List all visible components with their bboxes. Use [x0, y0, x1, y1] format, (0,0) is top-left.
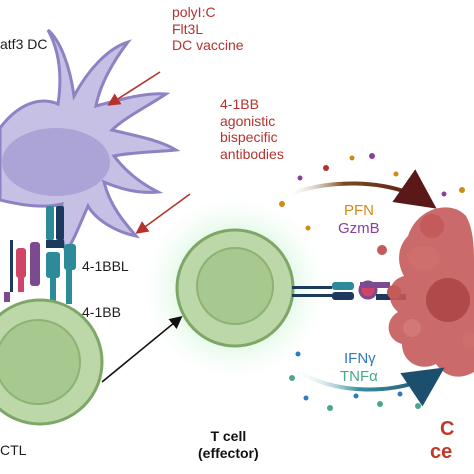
antibody-line-3: bispecific — [220, 129, 278, 146]
dc-label: atf3 DC — [0, 36, 48, 52]
ctl-cell — [0, 298, 104, 426]
cytokine-arrow — [292, 366, 445, 407]
ifng-label: IFNγ — [344, 350, 376, 367]
cytotoxic-arrow — [285, 169, 437, 209]
ctl-nucleus — [0, 319, 81, 405]
gzmb-label: GzmB — [338, 220, 380, 237]
ligand-label: 4-1BBL — [82, 258, 129, 274]
antibody-line-2: agonistic — [220, 112, 276, 129]
stimuli-label: polyI:C Flt3L DC vaccine — [172, 4, 244, 54]
synapse-molecules — [4, 206, 76, 304]
stimulus-arrow — [107, 71, 161, 106]
t-cell-label-line-2: (effector) — [198, 444, 259, 461]
tumor-label: C ce — [430, 418, 455, 464]
ctl-label: CTL — [0, 442, 27, 458]
tumor-label-line-2: ce — [430, 441, 453, 463]
stimulus-flt3l: Flt3L — [172, 20, 204, 37]
pfn-label: PFN — [344, 202, 374, 219]
antibody-line-4: antibodies — [220, 145, 284, 162]
antibody-arrow — [135, 193, 191, 234]
t-cell-label: T cell (effector) — [198, 428, 259, 461]
dendritic-cell — [0, 28, 181, 256]
stimulus-dc-vaccine: DC vaccine — [172, 37, 244, 54]
receptor-label: 4-1BB — [82, 304, 121, 320]
tumor-label-line-1: C — [440, 418, 455, 440]
t-cell-nucleus — [196, 247, 274, 325]
tnfa-label: TNFα — [340, 368, 378, 385]
antibody-line-1: 4-1BB — [220, 96, 259, 112]
tumor-cell — [377, 207, 474, 377]
stimulus-polyic: polyI:C — [172, 4, 216, 20]
dc-nucleus — [2, 128, 110, 196]
t-cell-label-line-1: T cell — [210, 428, 247, 444]
differentiation-arrow — [101, 315, 183, 383]
antibody-label: 4-1BB agonistic bispecific antibodies — [220, 96, 284, 162]
effector-t-cell — [175, 228, 295, 348]
